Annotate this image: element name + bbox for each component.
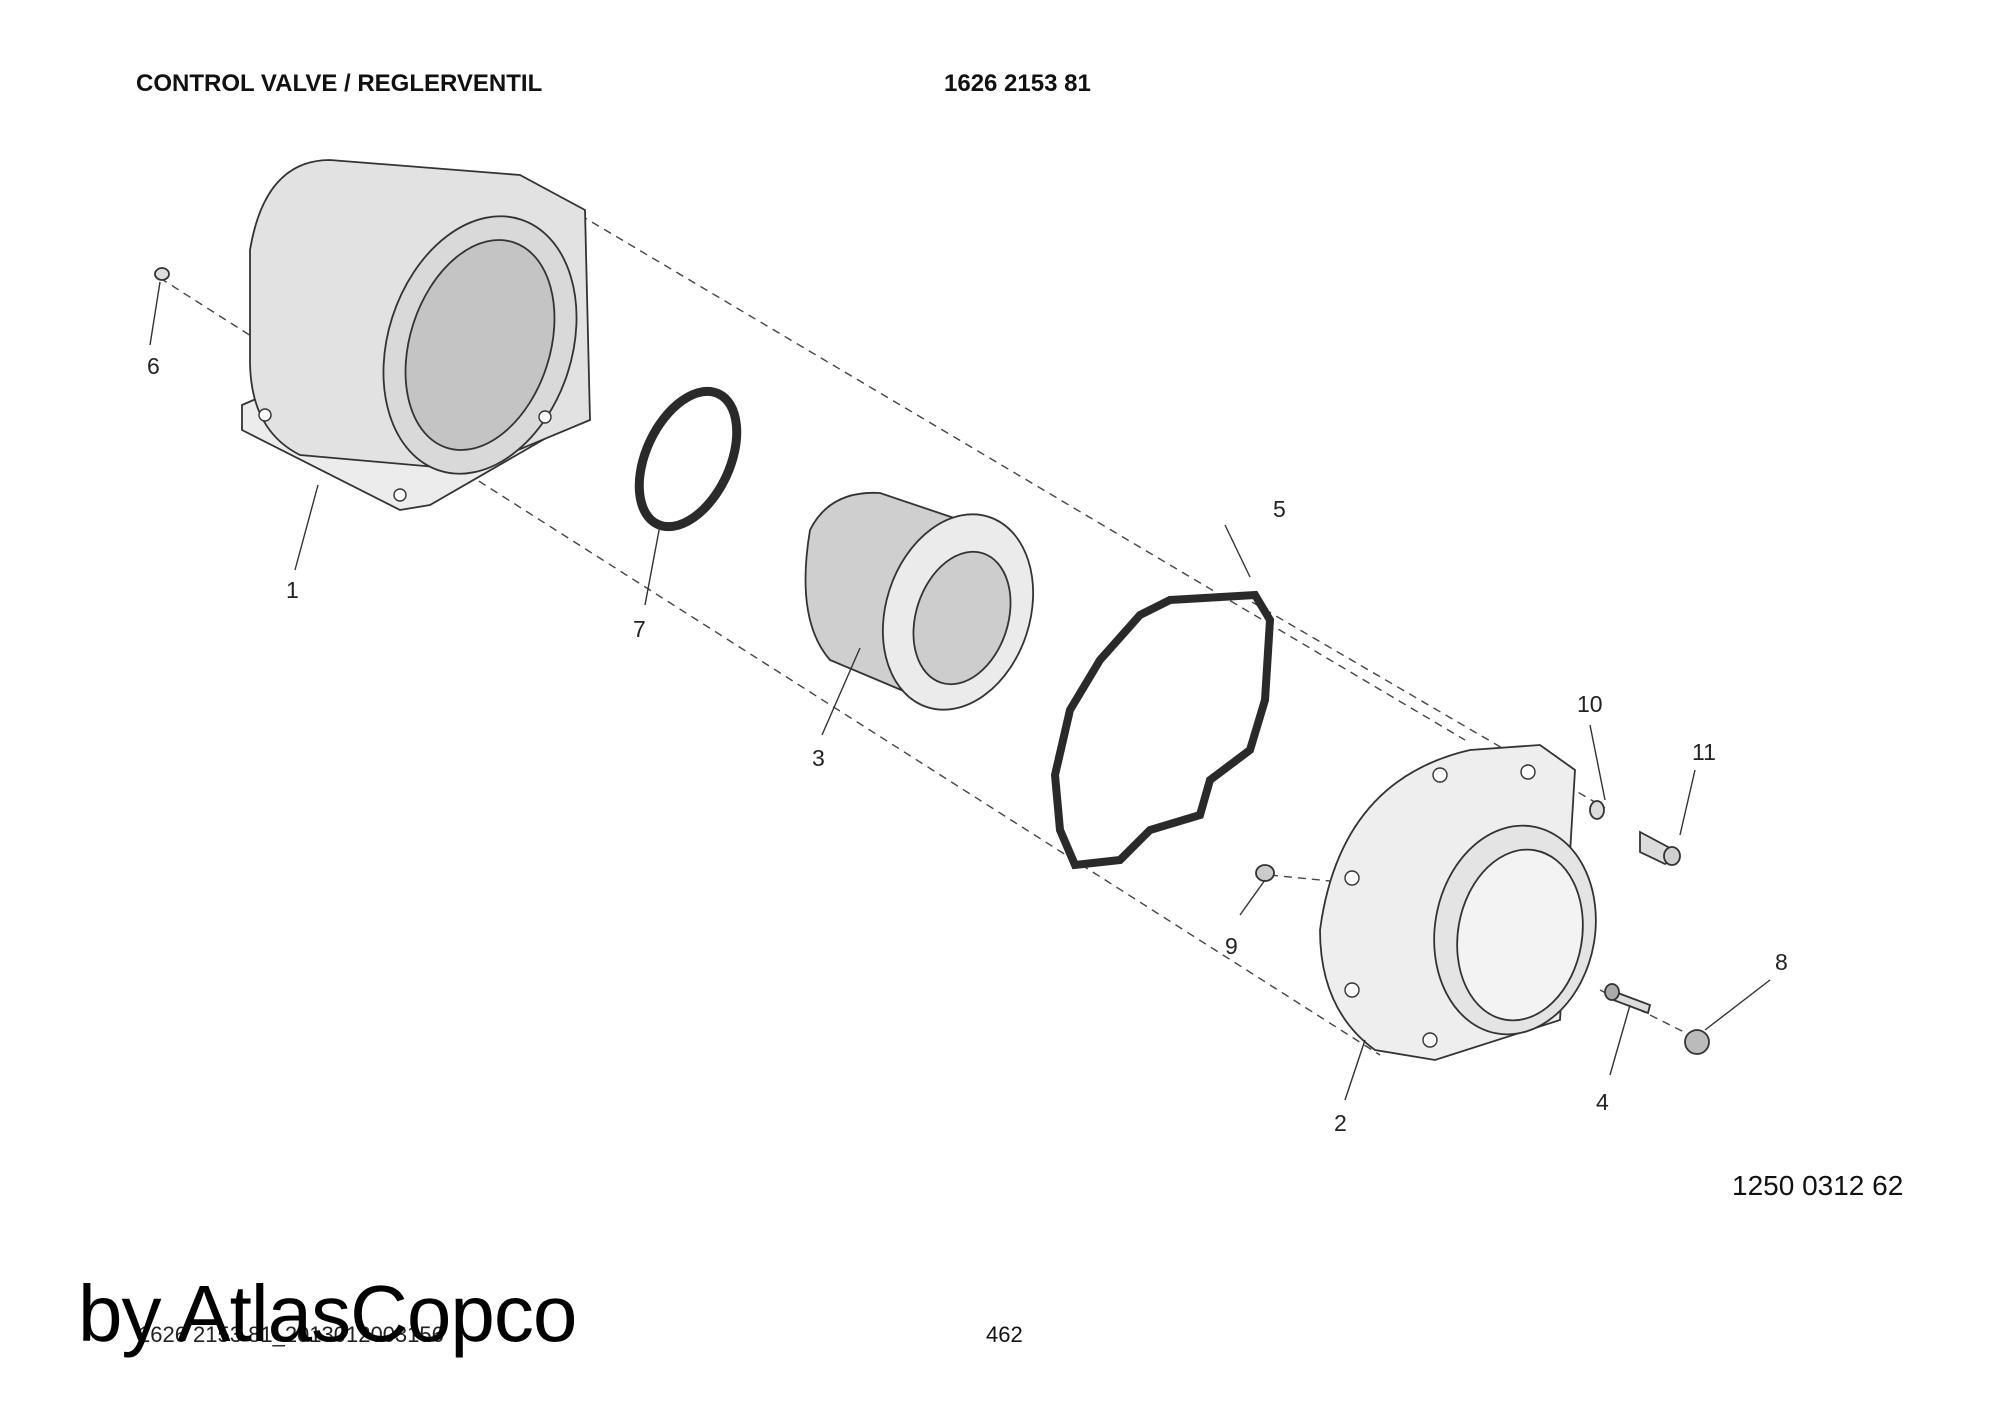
callout-9: 9 [1225, 933, 1238, 959]
callout-7: 7 [633, 616, 646, 642]
document-id: 1626 2153 81_2013012003156 [138, 1322, 444, 1347]
part-8-cap[interactable] [1684, 1029, 1710, 1055]
part-3-sleeve[interactable] [804, 491, 1058, 730]
callout-leader-lines [149, 281, 1771, 1101]
part-10-washer[interactable] [1589, 800, 1605, 820]
callout-8: 8 [1775, 949, 1788, 975]
callout-10: 10 [1577, 691, 1603, 717]
callout-5: 5 [1273, 496, 1286, 522]
part-4-screw[interactable] [1604, 983, 1652, 1015]
part-9-plug[interactable] [1255, 864, 1275, 882]
drawing-title: CONTROL VALVE / REGLERVENTIL [136, 70, 543, 97]
page-number: 462 [986, 1322, 1023, 1347]
part-5-gasket[interactable] [1050, 590, 1275, 870]
part-1-housing[interactable] [241, 159, 608, 511]
callout-4: 4 [1596, 1089, 1609, 1115]
reference-number: 1250 0312 62 [1732, 1170, 1904, 1201]
callout-2: 2 [1334, 1110, 1347, 1136]
callout-numbers: 6 1 7 3 5 9 2 10 11 4 8 [147, 353, 1788, 1136]
part-number: 1626 2153 81 [944, 70, 1091, 97]
callout-6: 6 [147, 353, 160, 379]
part-6-plug[interactable] [154, 267, 170, 281]
part-2-cover[interactable] [1319, 744, 1612, 1061]
callout-3: 3 [812, 745, 825, 771]
callout-1: 1 [286, 577, 299, 603]
part-11-screw[interactable] [1639, 830, 1681, 866]
part-7-o-ring[interactable] [620, 376, 757, 542]
callout-11: 11 [1692, 739, 1716, 765]
watermark-text: by AtlasCopco [78, 1269, 577, 1358]
